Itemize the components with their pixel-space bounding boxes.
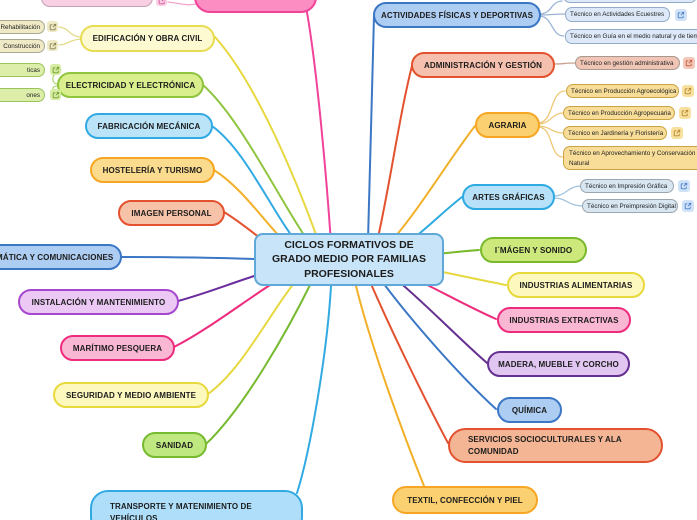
external-link-icon[interactable] bbox=[678, 180, 690, 192]
connector-electricidad bbox=[202, 84, 311, 245]
subtopic-preimpresion-digital[interactable]: Técnico en Preimpresión Digital bbox=[582, 199, 678, 213]
subtopic-line-1: Técnico en Aprovechamiento y Conservació… bbox=[569, 150, 697, 157]
external-link-icon[interactable] bbox=[683, 57, 695, 69]
topic-informatica-y-comunicaciones[interactable]: INFORMÁTICA Y COMUNICACIONES bbox=[0, 244, 122, 270]
external-link-icon[interactable] bbox=[50, 64, 61, 75]
external-link-icon[interactable] bbox=[679, 107, 691, 119]
connector-agraria-child-4 bbox=[538, 126, 564, 158]
connector-edificacion bbox=[214, 36, 319, 241]
subtopic-aprovechamiento-conservacion[interactable]: Técnico en Aprovechamiento y Conservació… bbox=[563, 146, 697, 170]
external-link-icon[interactable] bbox=[682, 200, 694, 212]
subtopic-rehabilitacion[interactable]: Rehabilitación bbox=[0, 20, 45, 34]
connector-agraria bbox=[387, 125, 476, 246]
connector-fabricacion bbox=[211, 125, 304, 251]
connector-administracion-child bbox=[553, 62, 577, 65]
topic-administracion-y-gestion[interactable]: ADMINISTRACIÓN Y GESTIÓN bbox=[411, 52, 555, 78]
topic-fabricacion-mecanica[interactable]: FABRICACIÓN MECÁNICA bbox=[85, 113, 213, 139]
subtopic-gestion-administrativa[interactable]: Técnico en gestión administrativa bbox=[575, 56, 680, 70]
connector-agraria-child-2 bbox=[538, 112, 565, 125]
topic-imagen-y-sonido[interactable]: I´MÁGEN Y SONIDO bbox=[480, 237, 587, 263]
subtopic-jardineria-y-floristeria[interactable]: Técnico en Jardinería y Floristería bbox=[563, 126, 667, 140]
topic-imagen-personal[interactable]: IMAGEN PERSONAL bbox=[118, 200, 225, 226]
connector-artes-child-1 bbox=[553, 185, 582, 197]
topic-electricidad-y-electronica[interactable]: ELECTRICIDAD Y ELECTRÓNICA bbox=[57, 72, 204, 98]
connector-actividades-child-2 bbox=[539, 13, 566, 16]
subtopic-line-2: Natural bbox=[569, 159, 590, 167]
topic-comercio-y-marketing[interactable]: COMERCIO Y MARKETING bbox=[194, 0, 317, 13]
connector-quimica bbox=[380, 279, 497, 410]
external-link-icon[interactable] bbox=[47, 21, 58, 32]
subtopic-instalaciones-electricas[interactable]: ticas bbox=[0, 63, 45, 77]
connector-actividades bbox=[367, 15, 375, 241]
connector-textil bbox=[355, 285, 425, 487]
subtopic-actividades-child[interactable] bbox=[563, 0, 697, 3]
connector-sanidad bbox=[205, 280, 313, 445]
connector-artes-child-2 bbox=[553, 197, 584, 207]
central-topic[interactable]: CICLOS FORMATIVOS DE GRADO MEDIO POR FAM… bbox=[254, 233, 444, 286]
topic-industrias-alimentarias[interactable]: INDUSTRIAS ALIMENTARIAS bbox=[507, 272, 645, 298]
connector-administracion bbox=[376, 65, 413, 243]
external-link-icon[interactable] bbox=[156, 0, 167, 6]
connector-seguridad bbox=[207, 275, 301, 395]
subtopic-impresion-grafica[interactable]: Técnico en Impresión Gráfica bbox=[580, 179, 674, 193]
subtopic-actividades-ecuestres[interactable]: Técnico en Actividades Ecuestres bbox=[565, 7, 670, 22]
subtopic-guia-medio-natural[interactable]: Técnico en Guía en el medio natural y de… bbox=[565, 29, 697, 44]
topic-quimica[interactable]: QUÍMICA bbox=[497, 397, 562, 423]
topic-servicios-socioculturales[interactable]: SERVICIOS SOCIOCULTURALES Y ALA COMUNIDA… bbox=[448, 428, 663, 463]
connector-agraria-child-3 bbox=[538, 125, 565, 134]
topic-textil-confeccion-y-piel[interactable]: TEXTIL, CONFECCIÓN Y PIEL bbox=[392, 486, 538, 514]
topic-seguridad-y-medio-ambiente[interactable]: SEGURIDAD Y MEDIO AMBIENTE bbox=[53, 382, 209, 408]
topic-agraria[interactable]: AGRARIA bbox=[475, 112, 540, 138]
topic-madera-mueble-y-corcho[interactable]: MADERA, MUEBLE Y CORCHO bbox=[487, 351, 630, 377]
external-link-icon[interactable] bbox=[671, 127, 683, 139]
subtopic-construccion[interactable]: Construcción bbox=[0, 39, 45, 53]
external-link-icon[interactable] bbox=[50, 89, 61, 100]
topic-actividades-fisicas-y-deportivas[interactable]: ACTIVIDADES FÍSICAS Y DEPORTIVAS bbox=[373, 2, 541, 28]
subtopic-produccion-agroecologica[interactable]: Técnico en Producción Agroecológica bbox=[566, 84, 679, 98]
connector-comercio bbox=[305, 6, 332, 244]
connector-edificacion-child-1 bbox=[58, 26, 82, 38]
topic-transporte-y-mantenimiento[interactable]: TRANSPORTE Y MATENIMIENTO DE VEHÍCULOS bbox=[90, 490, 303, 520]
connector-agraria-child-1 bbox=[538, 90, 566, 124]
connector-edificacion-child-2 bbox=[58, 38, 82, 46]
topic-instalacion-y-mantenimiento[interactable]: INSTALACIÓN Y MANTENIMIENTO bbox=[18, 289, 179, 315]
connector-actividades-child-1 bbox=[539, 0, 563, 15]
topic-sanidad[interactable]: SANIDAD bbox=[142, 432, 207, 458]
topic-edificacion-y-obra-civil[interactable]: EDIFICACIÓN Y OBRA CIVIL bbox=[80, 25, 215, 52]
topic-hosteleria-y-turismo[interactable]: HOSTELERÍA Y TURISMO bbox=[90, 157, 215, 183]
topic-industrias-extractivas[interactable]: INDUSTRIAS EXTRACTIVAS bbox=[497, 307, 631, 333]
external-link-icon[interactable] bbox=[682, 85, 694, 97]
topic-maritimo-pesquera[interactable]: MARÍTIMO PESQUERA bbox=[60, 335, 175, 361]
subtopic-telecomunicaciones[interactable]: ones bbox=[0, 88, 45, 102]
connector-servicios bbox=[370, 283, 449, 444]
external-link-icon[interactable] bbox=[675, 9, 687, 21]
external-link-icon[interactable] bbox=[47, 40, 58, 51]
topic-artes-graficas[interactable]: ARTES GRÁFICAS bbox=[462, 184, 555, 210]
subtopic-comercio-child[interactable] bbox=[41, 0, 153, 7]
subtopic-produccion-agropecuaria[interactable]: Técnico en Producción Agropecuaria bbox=[563, 106, 675, 120]
connector-transporte bbox=[296, 285, 332, 494]
connector-actividades-child-3 bbox=[539, 15, 565, 37]
connector-comercio-child bbox=[167, 1, 197, 6]
